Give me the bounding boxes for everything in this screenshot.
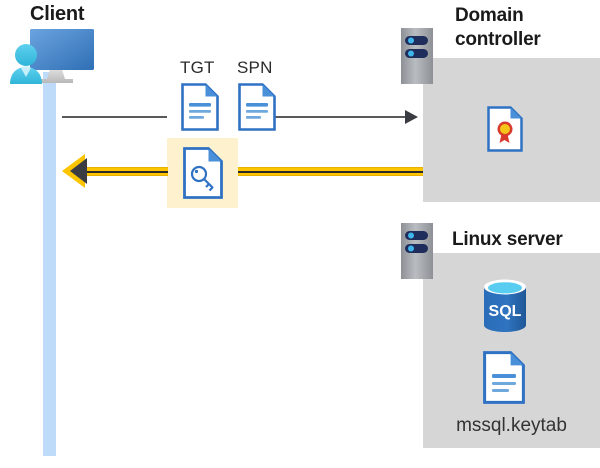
certificate-document-icon <box>487 106 523 152</box>
tgt-label: TGT <box>180 58 215 77</box>
user-computer-icon <box>8 26 100 88</box>
spn-label: SPN <box>237 58 273 77</box>
linux-server-title: Linux server <box>452 229 563 250</box>
client-lifeline <box>43 72 56 456</box>
key-document-icon <box>183 147 223 199</box>
dc-to-client-arrow-line <box>238 167 423 176</box>
server-rack-icon <box>401 223 433 279</box>
svg-text:SQL: SQL <box>489 303 522 320</box>
document-icon <box>483 351 525 404</box>
document-icon <box>238 83 276 131</box>
domain-controller-title: Domain controller <box>455 5 541 50</box>
dc-to-client-arrow-line <box>80 167 168 176</box>
client-title: Client <box>30 3 85 25</box>
keytab-filename-label: mssql.keytab <box>456 415 567 436</box>
client-to-dc-arrowhead <box>405 110 418 124</box>
document-icon <box>181 83 219 131</box>
server-rack-icon <box>401 28 433 84</box>
sql-database-icon: SQL <box>482 278 528 334</box>
dc-to-client-arrowhead-inner <box>70 158 87 184</box>
